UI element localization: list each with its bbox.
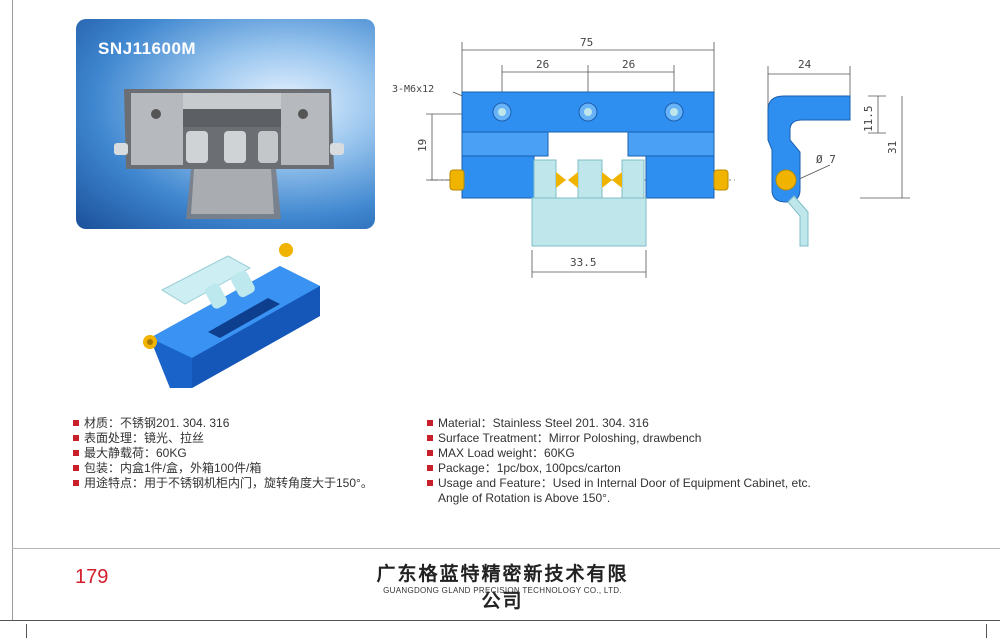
spec-cn-usage: 用途特点：用于不锈钢机柜内门，旋转角度大于150°。 xyxy=(72,476,373,491)
spec-en-usage-continued: Angle of Rotation is Above 150°. xyxy=(438,491,611,505)
specs-english: Material：Stainless Steel 201. 304. 316 S… xyxy=(426,416,811,506)
crop-mark-right xyxy=(986,624,987,638)
hinge-3d-render xyxy=(143,243,320,388)
spec-cn-material: 材质：不锈钢201. 304. 316 xyxy=(72,416,373,431)
company-name-chinese: 广东格蓝特精密新技术有限公司 xyxy=(376,563,629,612)
crop-mark-left xyxy=(26,624,27,638)
spec-en-package: Package：1pc/box, 100pcs/carton xyxy=(426,461,811,476)
spec-en-material: Material：Stainless Steel 201. 304. 316 xyxy=(426,416,811,431)
hinge-photo xyxy=(114,89,344,219)
dim-screws: 3-M6x12 xyxy=(392,84,434,95)
specs-chinese: 材质：不锈钢201. 304. 316 表面处理：镜光、拉丝 最大静载荷：60K… xyxy=(72,416,373,491)
dim-spacing-left: 26 xyxy=(536,58,549,71)
spec-en-usage: Usage and Feature：Used in Internal Door … xyxy=(426,476,811,491)
dim-pin-diameter: Ø 7 xyxy=(816,153,836,166)
model-title: SNJ11600M xyxy=(98,39,197,58)
dim-side-top: 11.5 xyxy=(862,106,875,133)
spec-cn-package: 包装：内盒1件/盒，外箱100件/箱 xyxy=(72,461,373,476)
dim-leaf-width: 33.5 xyxy=(570,256,597,269)
footer-divider xyxy=(12,548,1000,549)
spec-cn-surface: 表面处理：镜光、拉丝 xyxy=(72,431,373,446)
technical-drawing: 75 26 26 3-M6x12 19 33.5 24 11.5 31 Ø 7 xyxy=(392,36,910,278)
dim-side-width: 24 xyxy=(798,58,812,71)
spec-en-load: MAX Load weight：60KG xyxy=(426,446,811,461)
dim-spacing-right: 26 xyxy=(622,58,635,71)
dim-total-width: 75 xyxy=(580,36,593,49)
spec-cn-load: 最大静载荷：60KG xyxy=(72,446,373,461)
company-name-english: GUANGDONG GLAND PRECISION TECHNOLOGY CO.… xyxy=(383,586,622,595)
page-number: 179 xyxy=(75,566,109,588)
dim-side-total: 31 xyxy=(886,141,899,154)
dim-height-left: 19 xyxy=(416,139,429,152)
spec-en-surface: Surface Treatment：Mirror Poloshing, draw… xyxy=(426,431,811,446)
page-left-rule xyxy=(12,0,13,620)
product-photo-card: SNJ11600M xyxy=(76,19,375,229)
page-bottom-rule xyxy=(0,620,1000,621)
